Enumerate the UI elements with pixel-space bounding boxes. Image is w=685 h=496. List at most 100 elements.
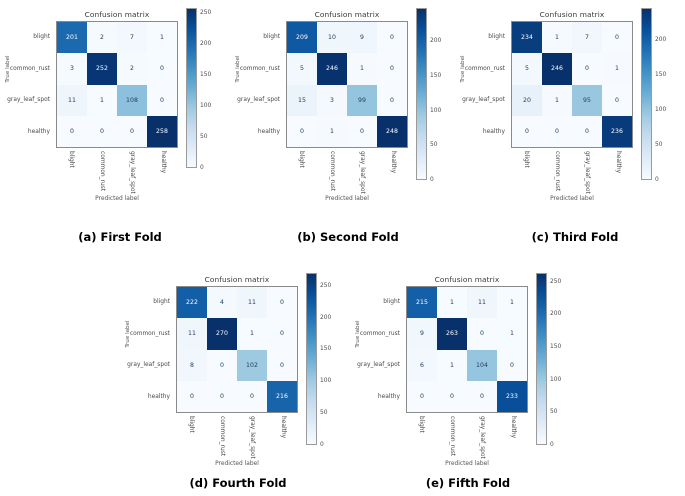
matrix-cell: 1 — [497, 318, 527, 350]
y-tick-label: gray_leaf_spot — [357, 362, 400, 369]
matrix-cell: 11 — [177, 318, 207, 350]
matrix-cell: 1 — [437, 287, 467, 319]
matrix-cell: 0 — [407, 380, 437, 412]
colorbar-tick-label: 100 — [550, 376, 562, 383]
x-tick-label: blight — [298, 151, 305, 168]
x-tick-label: common_rust — [98, 151, 105, 192]
colorbar-tick-label: 50 — [320, 410, 328, 417]
matrix-cell: 1 — [542, 84, 572, 116]
matrix-cell: 11 — [467, 287, 497, 319]
matrix-cell: 0 — [377, 84, 407, 116]
matrix-cell: 246 — [542, 53, 572, 85]
matrix-cell: 3 — [317, 84, 347, 116]
colorbar-tick-label: 50 — [655, 142, 663, 149]
x-tick-slot: healthy — [148, 149, 179, 195]
x-tick-label: gray_leaf_spot — [584, 151, 591, 194]
matrix-cell: 0 — [512, 115, 542, 147]
colorbar-tick-label: 0 — [320, 442, 324, 448]
x-tick-label: blight — [523, 151, 530, 168]
colorbar — [306, 273, 317, 445]
y-tick-label: healthy — [377, 394, 400, 401]
y-tick-label: common_rust — [9, 65, 50, 72]
colorbar-tick-label: 250 — [200, 9, 212, 16]
panel-caption: (e) Fifth Fold — [425, 476, 511, 490]
x-tick-label: gray_leaf_spot — [479, 416, 486, 459]
colorbar-tick-label: 250 — [320, 282, 332, 289]
colorbar-tick-label: 0 — [550, 442, 554, 448]
x-tick-slot: common_rust — [87, 149, 118, 195]
colorbar-tick-label: 0 — [430, 177, 434, 183]
matrix-cell: 2 — [117, 53, 147, 85]
x-axis-label: Predicted label — [325, 196, 369, 202]
matrix-cell: 216 — [267, 380, 297, 412]
y-tick-label: gray_leaf_spot — [462, 97, 505, 104]
y-tick-label: blight — [153, 298, 170, 305]
x-tick-slot: gray_leaf_spot — [572, 149, 603, 195]
matrix-cell: 0 — [237, 380, 267, 412]
matrix-cell: 108 — [117, 84, 147, 116]
panel-caption: (d) Fourth Fold — [189, 476, 287, 490]
matrix-cell: 99 — [347, 84, 377, 116]
y-tick-label: blight — [488, 33, 505, 40]
x-tick-label: healthy — [614, 151, 621, 174]
matrix-cell: 9 — [347, 22, 377, 54]
matrix-cell: 0 — [437, 380, 467, 412]
x-tick-slot: common_rust — [207, 414, 238, 460]
y-tick-label: blight — [263, 33, 280, 40]
colorbar-tick-label: 150 — [430, 72, 442, 79]
matrix-cell: 10 — [317, 22, 347, 54]
matrix-cell: 1 — [317, 115, 347, 147]
matrix-cell: 1 — [497, 287, 527, 319]
matrix-cell: 1 — [147, 22, 177, 54]
colorbar-tick-label: 50 — [200, 133, 208, 140]
x-tick-slot: blight — [176, 414, 207, 460]
y-tick-label: gray_leaf_spot — [7, 97, 50, 104]
matrix-cell: 0 — [542, 115, 572, 147]
x-tick-label: healthy — [159, 151, 166, 174]
y-tick-label: gray_leaf_spot — [127, 362, 170, 369]
x-tick-label: gray_leaf_spot — [359, 151, 366, 194]
matrix-cell: 252 — [87, 53, 117, 85]
colorbar-tick-label: 100 — [430, 107, 442, 114]
colorbar-tick-label: 200 — [655, 37, 667, 44]
matrix-cell: 7 — [572, 22, 602, 54]
x-tick-slot: blight — [406, 414, 437, 460]
colorbar-tick-label: 100 — [200, 102, 212, 109]
colorbar-tick-label: 100 — [655, 107, 667, 114]
x-tick-slot: common_rust — [317, 149, 348, 195]
matrix-cell: 6 — [407, 349, 437, 381]
matrix-cell: 0 — [207, 349, 237, 381]
matrix-cell: 11 — [57, 84, 87, 116]
matrix-cell: 9 — [407, 318, 437, 350]
x-tick-slot: blight — [511, 149, 542, 195]
colorbar-tick-label: 150 — [655, 72, 667, 79]
matrix-cell: 233 — [497, 380, 527, 412]
matrix-cell: 11 — [237, 287, 267, 319]
x-tick-slot: gray_leaf_spot — [237, 414, 268, 460]
colorbar-tick-label: 50 — [430, 142, 438, 149]
x-tick-slot: common_rust — [542, 149, 573, 195]
colorbar — [536, 273, 547, 445]
matrix-cell: 3 — [57, 53, 87, 85]
x-axis-label: Predicted label — [445, 461, 489, 467]
matrix-cell: 0 — [572, 115, 602, 147]
panel-title: Confusion matrix — [434, 275, 500, 284]
matrix-cell: 1 — [437, 349, 467, 381]
matrix-cell: 0 — [287, 115, 317, 147]
matrix-cell: 236 — [602, 115, 632, 147]
colorbar-tick-label: 0 — [655, 177, 659, 183]
x-tick-slot: blight — [56, 149, 87, 195]
x-tick-slot: common_rust — [437, 414, 468, 460]
